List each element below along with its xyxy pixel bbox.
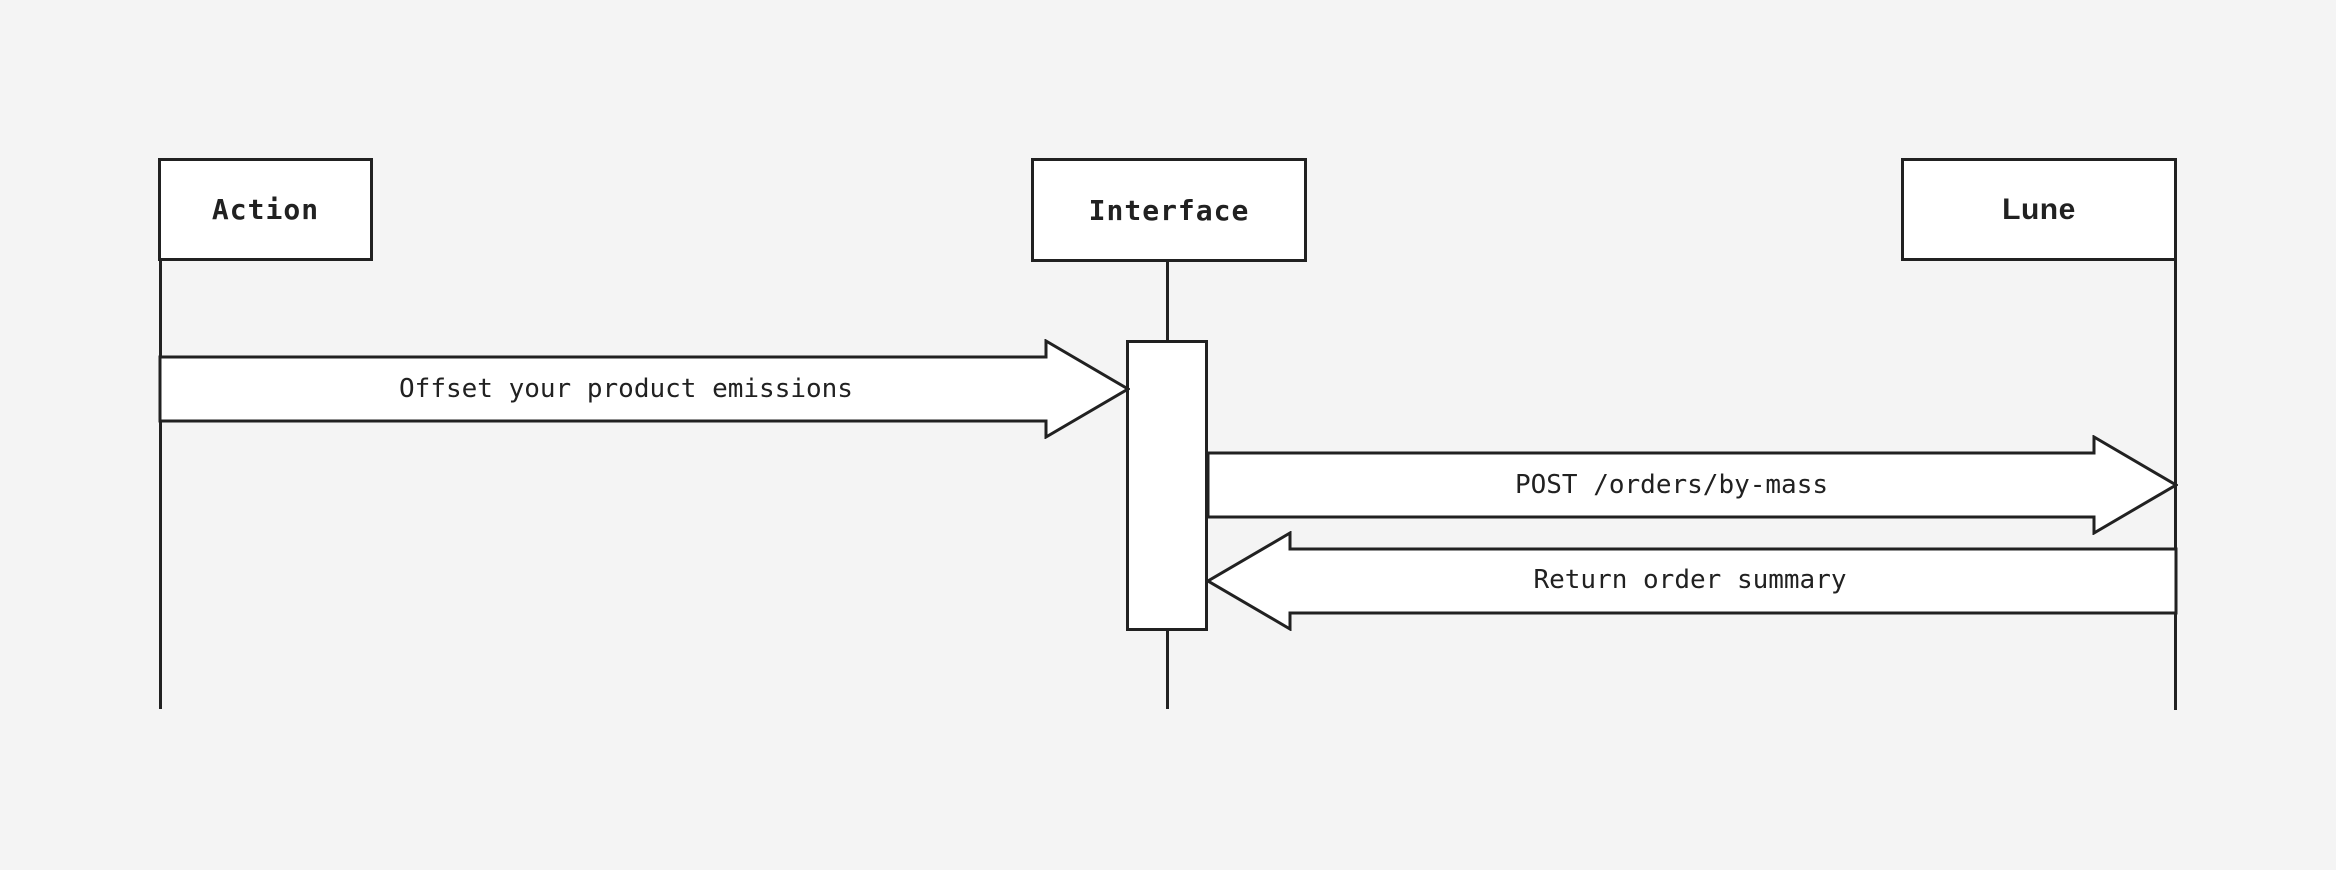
- message-arrow-return-summary: [1206, 531, 2178, 631]
- actor-label-interface: Interface: [1088, 193, 1250, 227]
- message-arrow-post-orders: [1206, 435, 2178, 535]
- message-label-offset-emissions: Offset your product emissions: [399, 374, 853, 404]
- message-label-post-orders: POST /orders/by-mass: [1514, 470, 1829, 500]
- lifeline-action: [159, 260, 162, 709]
- actor-box-interface: Interface: [1031, 158, 1307, 262]
- actor-box-lune: Lune: [1901, 158, 2177, 261]
- actor-label-lune: Lune: [2002, 192, 2076, 226]
- lifeline-interface-lower: [1166, 629, 1169, 709]
- message-label-return-summary: Return order summary: [1533, 565, 1847, 595]
- lifeline-interface-upper: [1166, 261, 1169, 342]
- activation-bar-interface: [1126, 340, 1208, 631]
- actor-box-action: Action: [158, 158, 373, 261]
- message-arrow-offset-emissions: [158, 339, 1130, 439]
- actor-label-action: Action: [211, 193, 320, 226]
